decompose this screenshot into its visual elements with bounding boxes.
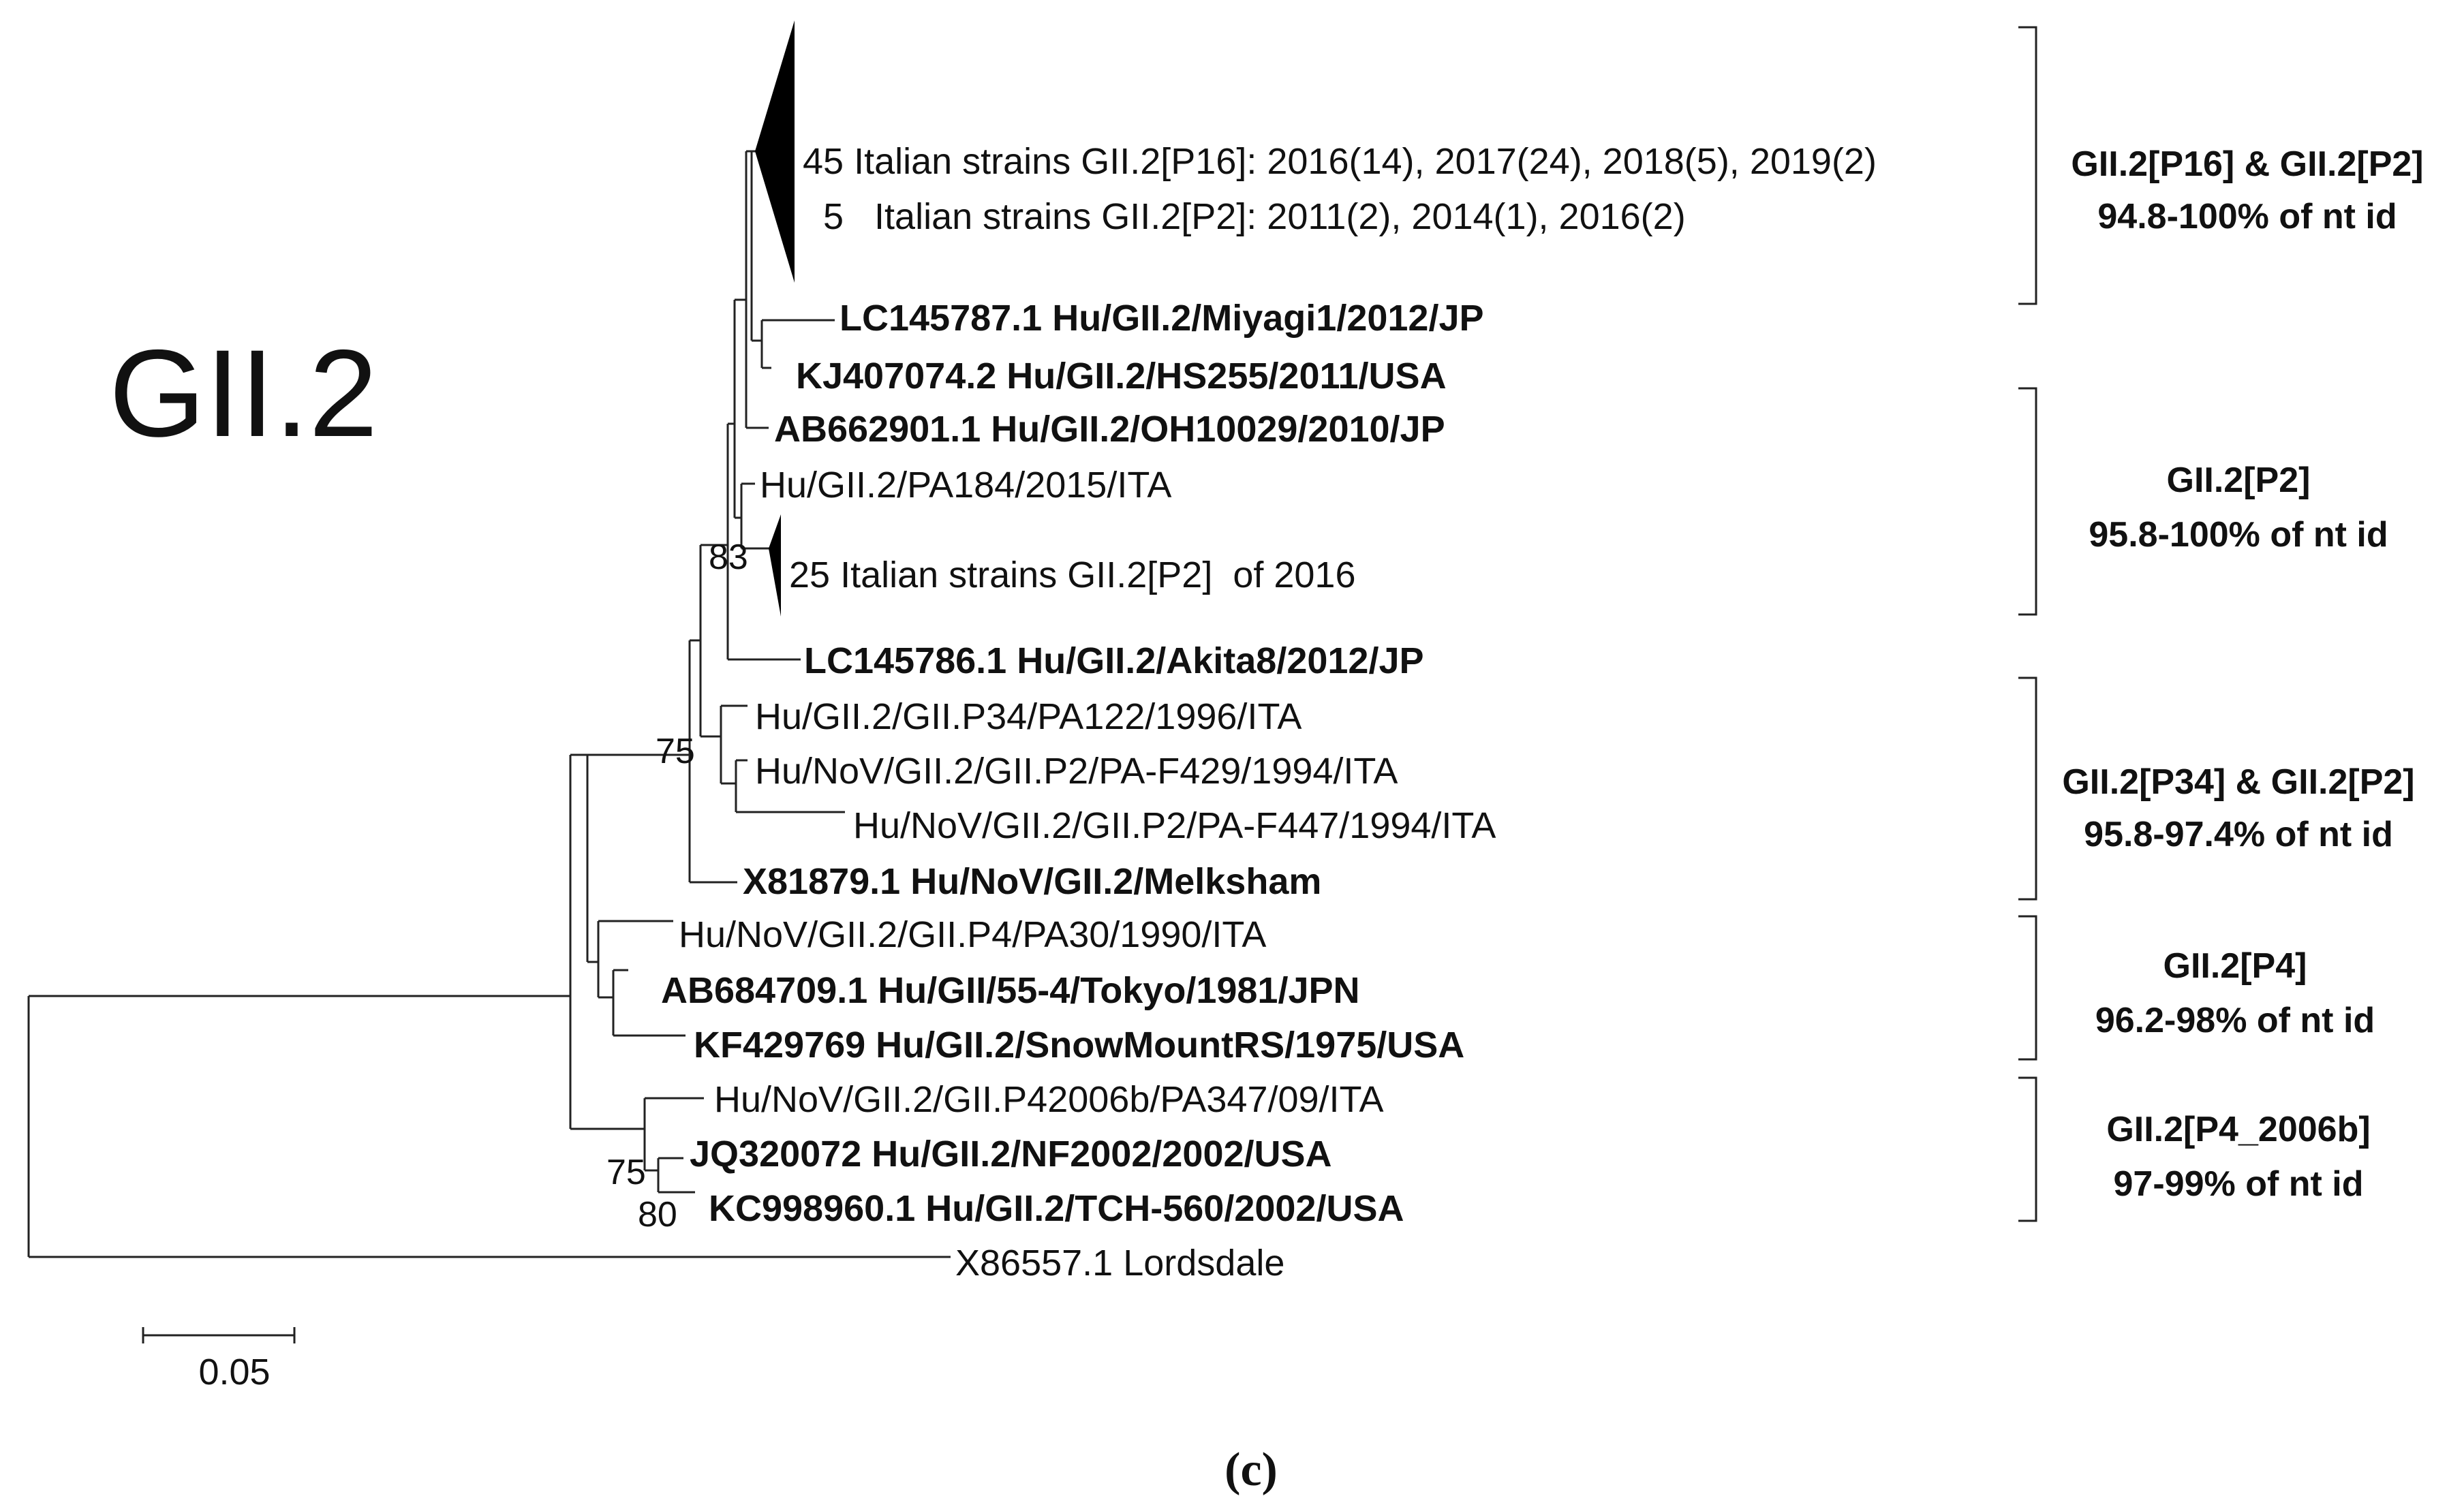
bracket-group-5 bbox=[2018, 1076, 2037, 1222]
group-5-title: GII.2[P4_2006b] bbox=[2106, 1110, 2370, 1149]
leaf-kj407074: KJ407074.2 Hu/GII.2/HS255/2011/USA bbox=[796, 356, 1447, 396]
group-4-title: GII.2[P4] bbox=[2163, 946, 2307, 986]
leaf-kf429769: KF429769 Hu/GII.2/SnowMountRS/1975/USA bbox=[694, 1025, 1464, 1065]
leaf-jq320072: JQ320072 Hu/GII.2/NF2002/2002/USA bbox=[690, 1134, 1332, 1174]
figure-caption: (c) bbox=[1225, 1444, 1278, 1496]
leaf-pa347: Hu/NoV/GII.2/GII.P42006b/PA347/09/ITA bbox=[714, 1079, 1384, 1120]
group-3-title: GII.2[P34] & GII.2[P2] bbox=[2062, 762, 2414, 802]
group-1-identity: 94.8-100% of nt id bbox=[2097, 197, 2397, 236]
leaf-collapsed-p16: 45 Italian strains GII.2[P16]: 2016(14),… bbox=[803, 141, 1877, 182]
group-2-identity: 95.8-100% of nt id bbox=[2089, 515, 2388, 555]
bootstrap-value: 75 bbox=[606, 1153, 646, 1192]
bootstrap-value: 80 bbox=[638, 1195, 677, 1234]
leaf-pa122: Hu/GII.2/GII.P34/PA122/1996/ITA bbox=[755, 696, 1302, 737]
genotype-title: GII.2 bbox=[109, 324, 378, 463]
group-1-title: GII.2[P16] & GII.2[P2] bbox=[2071, 144, 2423, 184]
tree-branches bbox=[27, 150, 951, 1258]
leaf-x81879: X81879.1 Hu/NoV/GII.2/Melksham bbox=[743, 861, 1321, 902]
bracket-group-3 bbox=[2018, 676, 2037, 901]
group-brackets: GII.2[P16] & GII.2[P2] 94.8-100% of nt i… bbox=[2018, 26, 2424, 1222]
group-2-title: GII.2[P2] bbox=[2167, 461, 2311, 500]
group-3-identity: 95.8-97.4% of nt id bbox=[2084, 815, 2393, 854]
leaf-collapsed-p2-2011: 5 Italian strains GII.2[P2]: 2011(2), 20… bbox=[823, 196, 1686, 237]
leaf-ab684709: AB684709.1 Hu/GII/55-4/Tokyo/1981/JPN bbox=[661, 970, 1360, 1011]
collapsed-clade-triangle-2016 bbox=[769, 514, 781, 617]
bracket-group-4 bbox=[2018, 915, 2037, 1061]
bootstrap-value: 75 bbox=[656, 732, 695, 771]
leaf-pa-f429: Hu/NoV/GII.2/GII.P2/PA-F429/1994/ITA bbox=[755, 751, 1398, 792]
group-4-identity: 96.2-98% of nt id bbox=[2095, 1001, 2375, 1040]
leaf-kc998960: KC998960.1 Hu/GII.2/TCH-560/2002/USA bbox=[709, 1188, 1404, 1229]
scale-bar: 0.05 bbox=[142, 1327, 296, 1393]
bootstrap-value: 83 bbox=[709, 538, 748, 577]
leaf-lc145786: LC145786.1 Hu/GII.2/Akita8/2012/JP bbox=[804, 640, 1424, 681]
leaf-pa30: Hu/NoV/GII.2/GII.P4/PA30/1990/ITA bbox=[679, 914, 1266, 955]
leaf-labels: 45 Italian strains GII.2[P16]: 2016(14),… bbox=[661, 141, 1877, 1284]
group-5-identity: 97-99% of nt id bbox=[2114, 1164, 2364, 1204]
leaf-ab662901: AB662901.1 Hu/GII.2/OH10029/2010/JP bbox=[774, 409, 1445, 450]
bootstrap-values: 83 75 75 80 bbox=[606, 538, 748, 1234]
leaf-pa184: Hu/GII.2/PA184/2015/ITA bbox=[760, 465, 1171, 505]
leaf-collapsed-2016: 25 Italian strains GII.2[P2] of 2016 bbox=[789, 555, 1356, 595]
bracket-group-1 bbox=[2018, 26, 2037, 305]
bracket-group-2 bbox=[2018, 387, 2037, 616]
collapsed-clade-triangle-p16 bbox=[755, 20, 795, 283]
leaf-pa-f447: Hu/NoV/GII.2/GII.P2/PA-F447/1994/ITA bbox=[853, 805, 1496, 846]
leaf-x86557: X86557.1 Lordsdale bbox=[955, 1243, 1284, 1284]
scale-bar-label: 0.05 bbox=[198, 1352, 270, 1393]
leaf-lc145787: LC145787.1 Hu/GII.2/Miyagi1/2012/JP bbox=[840, 298, 1484, 339]
